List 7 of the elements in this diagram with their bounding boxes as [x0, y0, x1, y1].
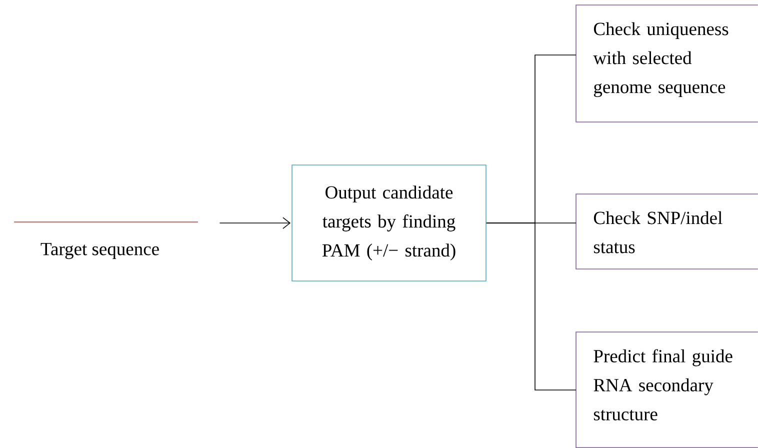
- step-box: Check uniqueness with selected genome sequence: [576, 4, 758, 122]
- connector-line: [486, 222, 576, 390]
- arrow: [219, 217, 291, 229]
- sequence-line-label: Target sequence: [14, 222, 198, 260]
- process-box: Output candidate targets by finding PAM (+/− strand): [292, 164, 486, 282]
- step-box: Predict final guide RNA secondary structure: [576, 332, 758, 448]
- step-box: Check SNP/indel status: [576, 194, 758, 270]
